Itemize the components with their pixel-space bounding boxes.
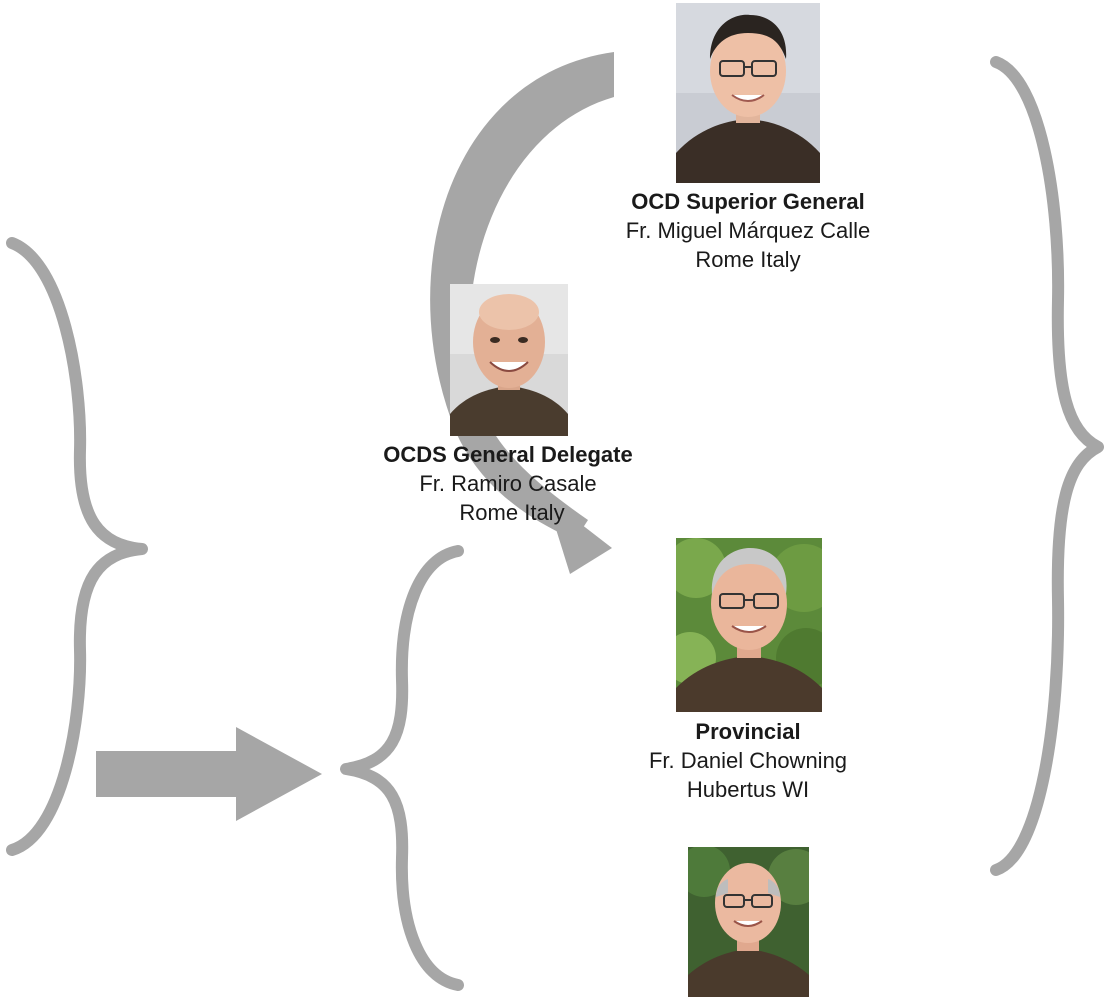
provincial-portrait (676, 538, 822, 712)
superior-general-portrait (676, 3, 820, 183)
provincial-location: Hubertus WI (686, 777, 810, 802)
superior-general-label: OCD Superior General Fr. Miguel Márquez … (588, 187, 908, 274)
general-delegate-photo (450, 284, 568, 436)
provincial-name: Fr. Daniel Chowning (648, 748, 848, 773)
superior-general-location: Rome Italy (695, 247, 801, 272)
right-arrow (96, 727, 322, 821)
general-delegate-name: Fr. Ramiro Casale (419, 471, 597, 496)
left-brace (6, 237, 148, 856)
general-delegate-label: OCDS General Delegate Fr. Ramiro Casale … (348, 440, 668, 527)
superior-general-role: OCD Superior General (631, 189, 865, 214)
provincial-label: Provincial Fr. Daniel Chowning Hubertus … (588, 717, 908, 804)
superior-general-photo (676, 3, 820, 183)
curved-arrow-head (546, 497, 612, 574)
general-delegate-portrait (450, 284, 568, 436)
general-delegate-role: OCDS General Delegate (383, 442, 633, 467)
fourth-person-portrait (688, 847, 809, 997)
general-delegate-location: Rome Italy (459, 500, 565, 525)
provincial-photo (676, 538, 822, 712)
provincial-role: Provincial (695, 719, 801, 744)
fourth-person-photo (688, 847, 809, 997)
superior-general-name: Fr. Miguel Márquez Calle (625, 218, 871, 243)
middle-brace (340, 545, 464, 991)
right-brace (990, 56, 1104, 876)
